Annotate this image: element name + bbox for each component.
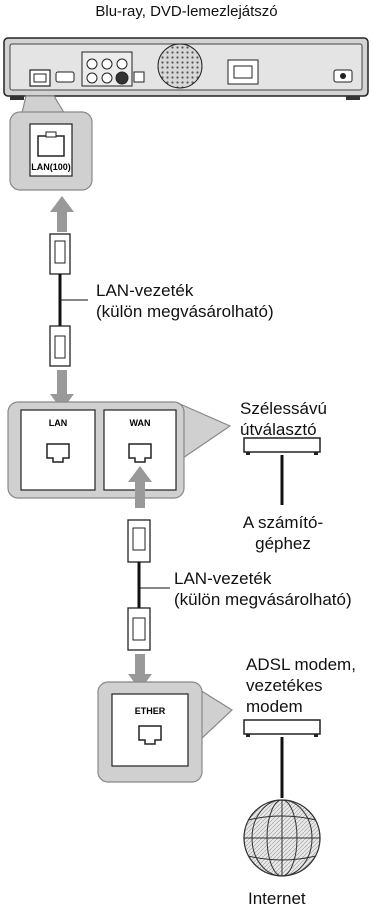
router-device bbox=[243, 437, 321, 505]
modem-label: ADSL modem, vezetékes modem bbox=[246, 655, 356, 716]
player-lan-callout: LAN(100) bbox=[9, 95, 93, 191]
internet-globe-icon bbox=[243, 799, 321, 877]
arrow-up-player bbox=[50, 196, 74, 232]
device-title: Blu-ray, DVD-lemezlejátszó bbox=[95, 3, 278, 20]
internet-label: Internet bbox=[248, 889, 306, 908]
lan-cable-1 bbox=[49, 233, 88, 367]
player-lan-port-label: LAN(100) bbox=[31, 162, 71, 172]
player-back-panel bbox=[3, 37, 369, 100]
modem-device bbox=[243, 719, 321, 798]
modem-port-callout: ETHER bbox=[97, 681, 233, 783]
router-ports-callout: LAN WAN bbox=[7, 401, 232, 499]
arrow-down-modem bbox=[128, 654, 152, 690]
lan-cable-label-1: LAN-vezeték (külön megvásárolható) bbox=[96, 281, 274, 321]
arrow-up-wan bbox=[128, 466, 152, 508]
router-label: Szélessávú útválasztó bbox=[240, 399, 327, 439]
router-lan-port-label: LAN bbox=[49, 418, 68, 428]
router-wan-port-label: WAN bbox=[130, 418, 151, 428]
arrow-down-router bbox=[50, 370, 74, 410]
modem-ether-port-label: ETHER bbox=[135, 706, 166, 716]
computer-label: A számító- géphez bbox=[242, 513, 324, 553]
lan-cable-label-2: LAN-vezeték (külön megvásárolható) bbox=[174, 569, 352, 609]
lan-cable-2 bbox=[127, 519, 170, 651]
